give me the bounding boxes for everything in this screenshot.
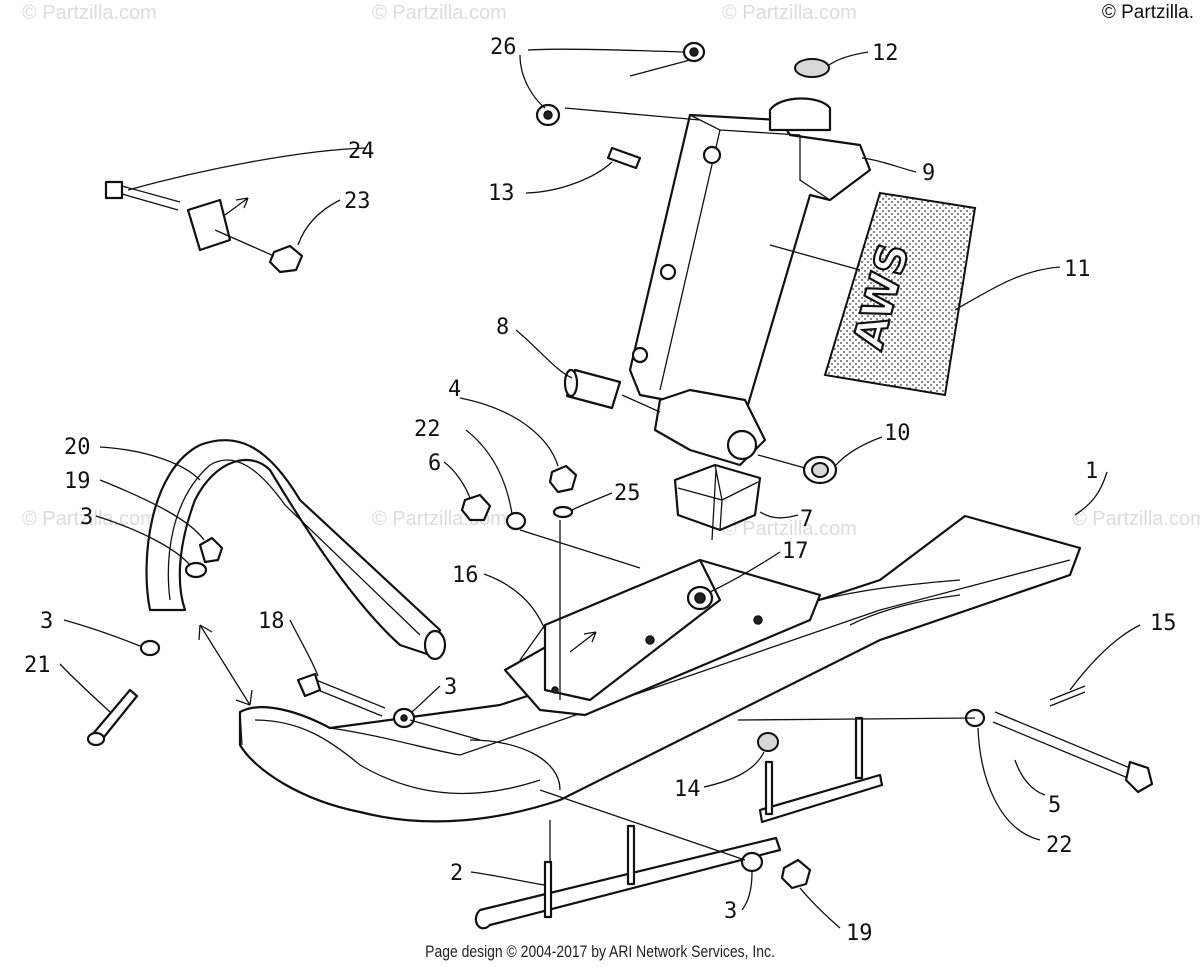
watermark: © Partzilla.com bbox=[722, 518, 857, 540]
carbide-wear-bar-rear bbox=[758, 716, 884, 824]
callout-labels: 1 2 3 3 3 3 4 5 6 7 8 9 10 11 12 13 14 1… bbox=[24, 35, 1177, 946]
bolt-part-21 bbox=[86, 688, 139, 747]
spacer-part-14 bbox=[757, 732, 779, 752]
callout-16: 16 bbox=[452, 563, 479, 588]
spindle-housing-part bbox=[628, 97, 872, 467]
grommet-part-lower bbox=[535, 103, 561, 127]
washer-part-3-left bbox=[184, 561, 208, 579]
watermark: © Partzilla.com bbox=[22, 508, 157, 530]
nut-part-4 bbox=[548, 464, 578, 494]
arrow-icon bbox=[569, 631, 597, 653]
washer-part-22-upper bbox=[505, 511, 527, 531]
nut-part-19-left bbox=[198, 536, 224, 564]
callout-25: 25 bbox=[614, 481, 641, 506]
callout-5: 5 bbox=[1048, 793, 1061, 818]
carbide-wear-bar-front bbox=[474, 824, 782, 930]
washer-part-3-lower bbox=[139, 639, 161, 657]
grommet-part-upper bbox=[682, 41, 706, 63]
callout-3: 3 bbox=[444, 675, 457, 700]
arrow-icon bbox=[224, 197, 249, 216]
callout-23: 23 bbox=[344, 189, 371, 214]
nut-part-23 bbox=[268, 244, 304, 274]
ski-loop-handle-part bbox=[145, 439, 447, 661]
cotter-pin-part-15 bbox=[1049, 685, 1086, 707]
watermark: © Partzilla.com bbox=[722, 2, 857, 24]
callout-12: 12 bbox=[872, 41, 899, 66]
spindle-block-part bbox=[673, 463, 762, 532]
callout-24: 24 bbox=[348, 139, 375, 164]
callout-11: 11 bbox=[1064, 257, 1091, 282]
callout-17: 17 bbox=[782, 539, 809, 564]
callout-8: 8 bbox=[496, 315, 509, 340]
callout-22: 22 bbox=[1046, 833, 1073, 858]
callout-18: 18 bbox=[258, 609, 285, 634]
spindle-bracket-part bbox=[503, 558, 822, 717]
copyright-notice: © Partzilla. bbox=[1101, 2, 1194, 23]
callout-3: 3 bbox=[724, 899, 737, 924]
callout-15: 15 bbox=[1150, 611, 1177, 636]
washer-part-17 bbox=[686, 585, 714, 611]
callout-1: 1 bbox=[1085, 459, 1098, 484]
callout-14: 14 bbox=[674, 777, 701, 802]
washer-part-3-bottom bbox=[740, 851, 764, 873]
callout-4: 4 bbox=[448, 377, 461, 402]
watermark: © Partzilla.com bbox=[22, 2, 157, 24]
cap-part bbox=[794, 58, 830, 78]
callout-2: 2 bbox=[450, 861, 463, 886]
grease-fitting-part bbox=[606, 146, 642, 170]
double-arrow-icon bbox=[198, 624, 253, 706]
callout-26: 26 bbox=[490, 35, 517, 60]
callout-22: 22 bbox=[414, 417, 441, 442]
callout-6: 6 bbox=[428, 451, 441, 476]
callout-19: 19 bbox=[846, 921, 873, 946]
watermark: © Partzilla.com bbox=[1072, 508, 1200, 530]
callout-10: 10 bbox=[884, 421, 911, 446]
watermark: © Partzilla.com bbox=[372, 2, 507, 24]
bolt-part-5 bbox=[992, 711, 1154, 794]
nut-part-6 bbox=[460, 493, 492, 522]
callout-13: 13 bbox=[488, 181, 515, 206]
page-footer: Page design © 2004-2017 by ARI Network S… bbox=[425, 942, 775, 961]
callout-3: 3 bbox=[40, 609, 53, 634]
washer-part-25 bbox=[552, 505, 574, 519]
callout-3: 3 bbox=[80, 505, 93, 530]
callout-21: 21 bbox=[24, 653, 51, 678]
bolt-part-18 bbox=[296, 672, 386, 717]
callout-19: 19 bbox=[64, 469, 91, 494]
nut-part-19-bottom bbox=[780, 858, 812, 890]
callout-20: 20 bbox=[64, 435, 91, 460]
leader-lines bbox=[59, 48, 1141, 929]
bushing-part-right bbox=[802, 455, 838, 485]
bushing-part bbox=[563, 368, 622, 410]
callout-7: 7 bbox=[800, 507, 813, 532]
aws-decal-part: AWS bbox=[823, 191, 977, 397]
washer-part-3-mid bbox=[392, 707, 416, 729]
callout-9: 9 bbox=[922, 161, 935, 186]
bumper-bracket-part bbox=[186, 198, 232, 252]
